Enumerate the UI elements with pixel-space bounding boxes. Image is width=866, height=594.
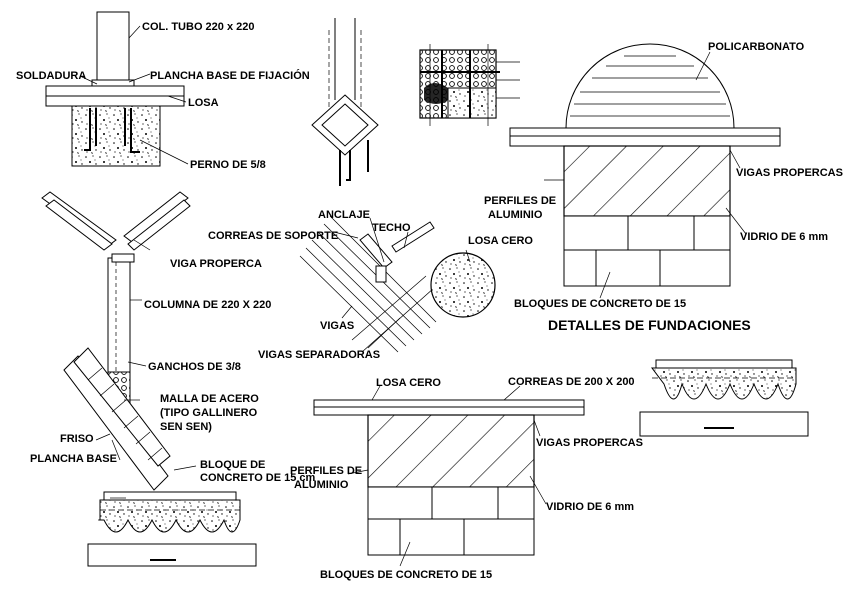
label-bloques-top: BLOQUES DE CONCRETO DE 15 [514,298,686,310]
slab-section-left [87,491,257,567]
label-malla-1: MALLA DE ACERO [160,393,259,405]
slab-section-right [639,359,809,437]
label-perfiles-top-1: PERFILES DE [484,195,556,207]
label-bloque-1: BLOQUE DE [200,459,265,471]
label-perno: PERNO DE 5/8 [190,159,266,171]
label-losa: LOSA [188,97,219,109]
drawing-title: DETALLES DE FUNDACIONES [548,317,751,333]
label-vigas: VIGAS [320,320,354,332]
mesh-detail [419,44,520,126]
label-col-tubo: COL. TUBO 220 x 220 [142,21,255,33]
label-techo: TECHO [372,222,411,234]
label-bloques-bottom: BLOQUES DE CONCRETO DE 15 [320,569,492,581]
label-losa-cero-circle: LOSA CERO [468,235,533,247]
label-losa-cero-bottom: LOSA CERO [376,377,441,389]
label-plancha-base: PLANCHA BASE [30,453,117,465]
label-policarbonato: POLICARBONATO [708,41,805,53]
label-columna: COLUMNA DE 220 X 220 [144,299,271,311]
label-malla-2: (TIPO GALLINERO [160,407,258,419]
label-viga-properca: VIGA PROPERCA [170,258,262,270]
roof-beam-layout [299,215,496,353]
label-vigas-propercas-bottom: VIGAS PROPERCAS [536,437,643,449]
label-perfiles-bottom-2: ALUMINIO [294,479,349,491]
label-perfiles-top-2: ALUMINIO [488,209,543,221]
dome-foundation-detail [509,43,781,299]
label-vidrio-top: VIDRIO DE 6 mm [740,231,828,243]
foundation-section-bottom [313,385,585,567]
label-friso: FRISO [60,433,94,445]
label-anclaje: ANCLAJE [318,209,370,221]
column-base-detail [45,11,189,167]
label-plancha-base-fijacion: PLANCHA BASE DE FIJACIÓN [150,69,310,82]
label-ganchos: GANCHOS DE 3/8 [148,361,241,373]
beam-column-isometric [41,191,197,491]
label-soldadura: SOLDADURA [16,70,86,82]
label-perfiles-bottom-1: PERFILES DE [290,465,362,477]
label-vigas-separadoras: VIGAS SEPARADORAS [258,349,380,361]
column-plan-diamond [311,18,379,186]
label-vigas-propercas-top: VIGAS PROPERCAS [736,167,843,179]
label-correas-soporte: CORREAS DE SOPORTE [208,230,338,242]
label-malla-3: SEN SEN) [160,421,212,433]
label-bloque-2: CONCRETO DE 15 cm [200,472,316,484]
label-vidrio-bottom: VIDRIO DE 6 mm [546,501,634,513]
label-correas-200: CORREAS DE 200 X 200 [508,376,635,388]
